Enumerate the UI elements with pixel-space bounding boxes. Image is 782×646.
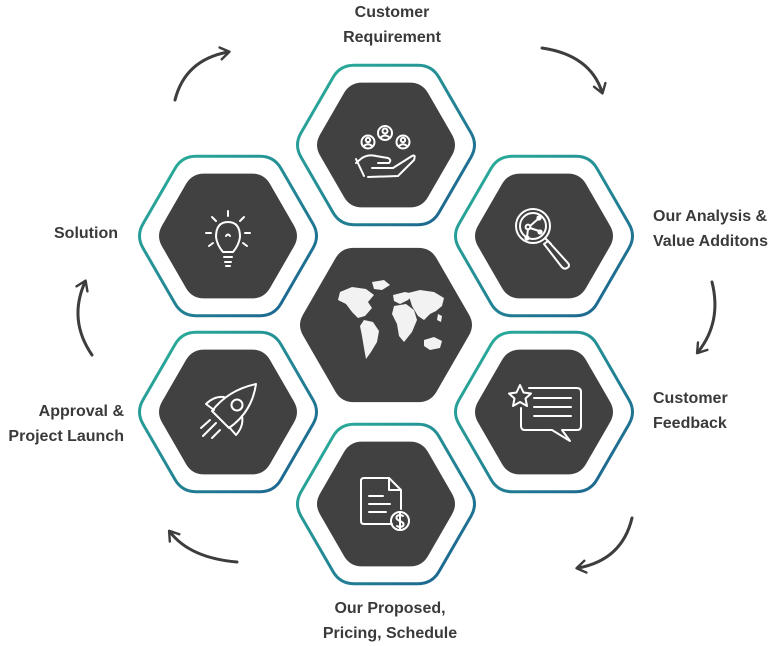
star-chat-icon: [508, 384, 582, 442]
hexagons: [138, 63, 634, 586]
hex-solution-ring: [138, 154, 318, 318]
hex-approval: [159, 349, 297, 475]
label-line: Project Launch: [8, 428, 124, 445]
lightbulb-icon: [205, 210, 251, 267]
label-line: Approval &: [38, 403, 124, 420]
document-dollar-icon: [360, 477, 410, 531]
hex-solution: [159, 173, 297, 299]
label-line: Pricing, Schedule: [322, 625, 458, 642]
hex-approval-ring: [138, 330, 318, 494]
rocket-icon: [200, 383, 257, 439]
hex-analysis-ring: [454, 154, 634, 318]
label-line: Our Proposed,: [334, 600, 446, 617]
arrow-requirement-to-analysis: [540, 46, 607, 95]
label-line: Value Additons: [653, 233, 768, 250]
hex-proposal-ring: [296, 422, 476, 586]
label-customer-feedback: Customer Feedback: [653, 386, 773, 436]
label-proposal: Our Proposed, Pricing, Schedule: [300, 596, 480, 646]
hex-customer-requirement: [317, 82, 455, 208]
label-line: Our Analysis &: [653, 208, 768, 225]
label-customer-requirement: Customer Requirement: [322, 0, 462, 50]
hex-analysis: [475, 173, 613, 299]
magnifier-analysis-icon: [515, 208, 570, 270]
arrow-solution-to-requirement: [173, 46, 231, 102]
label-line: Solution: [54, 225, 118, 242]
label-solution: Solution: [54, 221, 144, 246]
label-approval: Approval & Project Launch: [0, 399, 124, 449]
arrow-analysis-to-feedback: [695, 280, 717, 355]
hex-customer-feedback-ring: [454, 330, 634, 494]
arrow-feedback-to-proposal: [575, 516, 634, 574]
hex-customer-requirement-ring: [296, 63, 476, 227]
people-in-hand-icon: [355, 125, 416, 178]
arrow-proposal-to-approval: [167, 529, 239, 564]
hex-center: [300, 247, 472, 403]
label-line: Requirement: [343, 29, 441, 46]
label-line: Customer: [653, 390, 728, 407]
label-line: Customer: [354, 4, 430, 21]
cycle-arrows: [75, 46, 717, 574]
label-line: Feedback: [653, 415, 727, 432]
arrow-approval-to-solution: [75, 279, 94, 357]
hex-customer-feedback: [475, 349, 613, 475]
world-map-icon: [338, 280, 444, 359]
label-analysis: Our Analysis & Value Additons: [653, 204, 781, 254]
